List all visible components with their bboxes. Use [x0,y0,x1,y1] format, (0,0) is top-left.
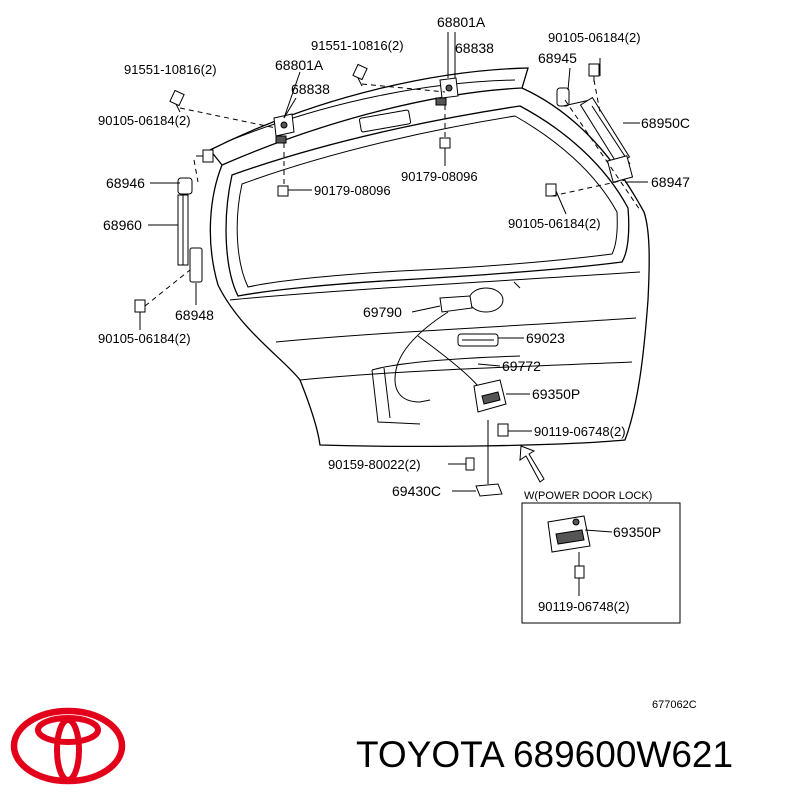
bolt-upper-right [352,63,368,87]
label-diagram-code: 677062C [652,699,697,711]
label-bolt-left-top: 90105-06184(2) [98,113,191,128]
label-stay-bracket-left-bottom: 68948 [175,307,214,323]
switch [457,333,499,347]
striker-screw [465,457,475,471]
hinge-right [435,77,459,106]
striker [475,483,503,497]
label-bolt-top-right: 90105-06184(2) [548,30,641,45]
lock [473,379,507,413]
label-hinge-left-b: 68838 [291,81,330,97]
label-handle: 69790 [363,304,402,320]
label-striker-screw: 90159-80022(2) [328,457,421,472]
bolt-right-mid [545,183,557,197]
label-hinge-right-b: 68838 [455,40,494,56]
label-bolt-left-bottom: 90105-06184(2) [98,331,191,346]
nut-left [277,185,289,197]
bolt-upper-left [169,89,185,113]
toyota-logo-icon [10,707,126,785]
label-bolt-right-mid: 90105-06184(2) [508,216,601,231]
hinge-left [273,113,295,144]
inset-power-door-lock [521,502,681,624]
label-lock-bolt: 90119-06748(2) [534,424,626,439]
label-switch: 69023 [526,330,565,346]
label-stay-bracket-right-bottom: 68947 [651,174,690,190]
label-nut-center: 90179-08096 [401,169,478,184]
label-bolt-upper-left: 91551-10816(2) [124,62,217,77]
stay-right [556,87,634,183]
cable [394,311,449,403]
lock-bolt [497,423,509,437]
label-stay-bracket-right-top: 68945 [538,50,577,66]
label-cable: 69772 [502,358,541,374]
label-hinge-left: 68801A [275,57,324,73]
label-stay-left: 68960 [103,217,142,233]
nut-center [439,137,451,149]
bolt-left-bottom [134,299,146,313]
label-stay-right: 68950C [641,115,690,131]
label-inset-bolt: 90119-06748(2) [538,599,630,614]
stay-left [177,177,203,283]
label-nut-left: 90179-08096 [314,183,391,198]
bolt-top-right [588,63,600,82]
back-door-outline [208,67,650,448]
label-leaders [139,32,648,492]
label-hinge-right: 68801A [437,14,486,30]
brand-part-number: TOYOTA 689600W621 [356,734,734,775]
label-lock: 69350P [532,386,580,402]
label-stay-bracket-left-top: 68946 [106,175,145,191]
label-inset-title: W(POWER DOOR LOCK) [524,490,652,502]
handle [439,295,473,313]
dashed-leader-lines [144,79,641,307]
bolt-left-top [196,149,214,163]
label-inset-lock: 69350P [613,524,661,540]
label-bolt-upper-right: 91551-10816(2) [311,38,404,53]
arrow-icon [519,445,545,483]
label-striker: 69430C [392,483,441,499]
